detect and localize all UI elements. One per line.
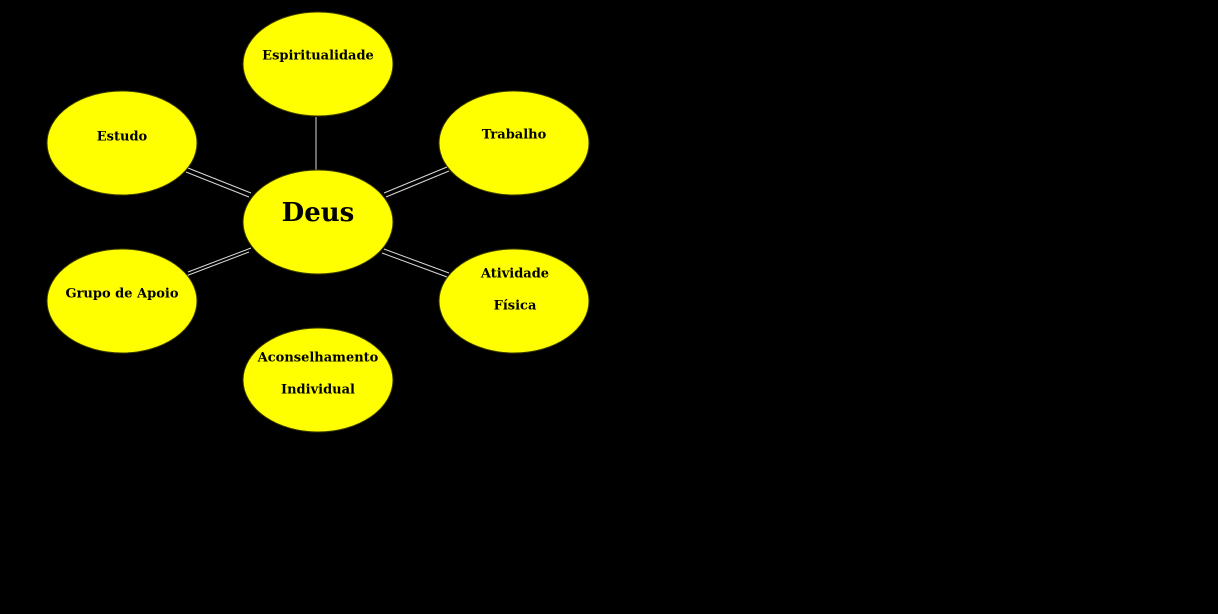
node-label-espiritualidade: Espiritualidade (262, 49, 374, 64)
node-label-atividade-line2: Física (494, 299, 537, 314)
node-atividade-fisica: Atividade Física (438, 248, 590, 354)
connector-atividade-fisica (381, 248, 450, 278)
connectors (185, 117, 450, 278)
node-label-atividade-line1: Atividade (480, 267, 549, 282)
node-espiritualidade: Espiritualidade (242, 11, 394, 117)
connector-grupo-apoio (185, 247, 252, 277)
connector-estudo (185, 167, 252, 198)
center-label: Deus (282, 198, 355, 228)
node-aconselhamento: Aconselhamento Individual (242, 327, 394, 433)
node-center-deus: Deus (242, 169, 394, 275)
node-label-trabalho: Trabalho (482, 128, 547, 143)
node-label-grupo-apoio: Grupo de Apoio (65, 287, 178, 302)
node-estudo: Estudo (46, 90, 198, 196)
node-trabalho: Trabalho (438, 90, 590, 196)
node-grupo-apoio: Grupo de Apoio (46, 248, 198, 354)
node-label-aconselhamento-line1: Aconselhamento (257, 351, 379, 366)
node-label-aconselhamento-line2: Individual (281, 383, 355, 398)
node-label-estudo: Estudo (97, 130, 148, 145)
connector-trabalho (383, 166, 450, 198)
